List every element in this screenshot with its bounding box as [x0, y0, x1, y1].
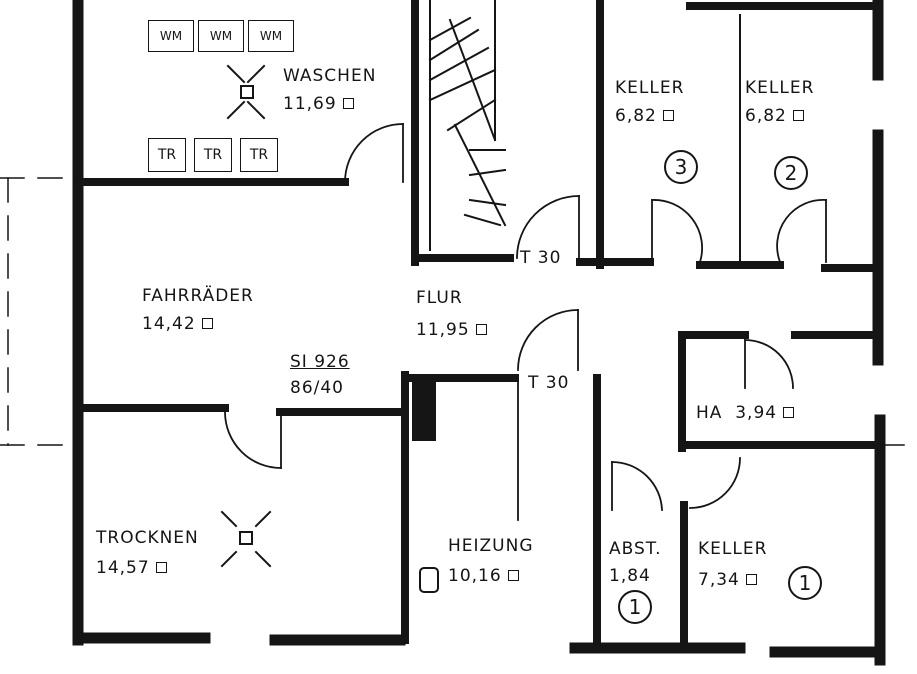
- door-t30-lower: T 30: [528, 373, 570, 393]
- room-heizung-name: HEIZUNG: [448, 536, 534, 556]
- area-unit-square: [783, 407, 795, 418]
- room-fahrraeder-area: 14,42: [142, 316, 213, 333]
- area-value: 11,95: [416, 320, 470, 340]
- door-t30-upper: T 30: [520, 248, 562, 268]
- keller1-number: 1: [788, 566, 822, 600]
- room-abst-area: 1,84: [609, 566, 651, 586]
- area-value: 14,42: [142, 314, 196, 334]
- dryer-1: TR: [148, 138, 186, 172]
- room-waschen-name: WASCHEN: [283, 66, 377, 86]
- room-keller1-area: 7,34: [698, 572, 757, 589]
- room-heizung-area: 10,16: [448, 568, 519, 585]
- area-value: 11,69: [283, 94, 337, 114]
- light-fixtures: [220, 64, 272, 568]
- door-swings: [224, 123, 827, 521]
- room-keller3-area: 6,82: [615, 108, 674, 125]
- boiler: [412, 379, 439, 593]
- dashed-lines: [0, 177, 917, 446]
- room-ha-label: HA 3,94: [696, 403, 795, 423]
- area-unit-square: [475, 324, 487, 335]
- room-flur-name: FLUR: [416, 288, 463, 308]
- room-fahrraeder-name: FAHRRÄDER: [142, 286, 254, 306]
- window-note-line2: 86/40: [290, 378, 344, 398]
- area-unit-square: [792, 110, 804, 121]
- room-keller2-name: KELLER: [745, 78, 815, 98]
- washer-1: WM: [148, 20, 194, 52]
- area-value: 7,34: [698, 570, 740, 590]
- washer-2: WM: [198, 20, 244, 52]
- room-waschen-area: 11,69: [283, 96, 354, 113]
- keller2-number: 2: [774, 156, 808, 190]
- area-unit-square: [662, 110, 674, 121]
- area-value: 6,82: [745, 106, 787, 126]
- keller3-number: 3: [664, 150, 698, 184]
- room-flur-area: 11,95: [416, 322, 487, 339]
- area-unit-square: [155, 562, 167, 573]
- area-value: 14,57: [96, 558, 150, 578]
- room-keller2-area: 6,82: [745, 108, 804, 125]
- window-note-line1: SI 926: [290, 352, 350, 372]
- area-unit-square: [745, 574, 757, 585]
- dryer-3: TR: [240, 138, 278, 172]
- room-abst-name: ABST.: [609, 539, 662, 559]
- room-ha-name: HA: [696, 403, 723, 423]
- abst-number: 1: [618, 590, 652, 624]
- room-trocknen-name: TROCKNEN: [96, 528, 199, 548]
- area-unit-square: [201, 318, 213, 329]
- room-keller1-name: KELLER: [698, 539, 768, 559]
- area-unit-square: [342, 98, 354, 109]
- exterior-walls: [72, 0, 886, 666]
- interior-walls: [74, 0, 884, 652]
- area-value: 6,82: [615, 106, 657, 126]
- area-value: 10,16: [448, 566, 502, 586]
- stair: [428, 0, 507, 251]
- room-trocknen-area: 14,57: [96, 560, 167, 577]
- area-value: 3,94: [735, 403, 778, 423]
- washer-3: WM: [248, 20, 294, 52]
- dryer-2: TR: [194, 138, 232, 172]
- area-unit-square: [507, 570, 519, 581]
- room-keller3-name: KELLER: [615, 78, 685, 98]
